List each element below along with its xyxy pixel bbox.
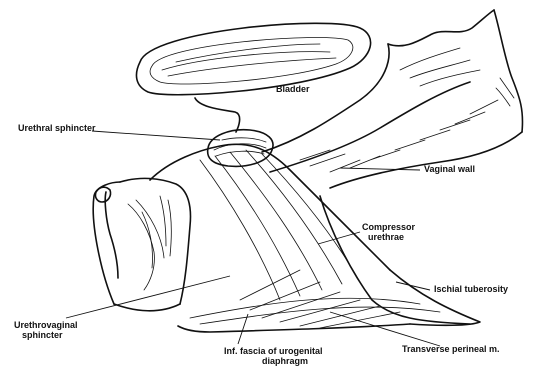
- urethral-opening-drawing: [93, 178, 190, 310]
- label-vaginal-wall: Vaginal wall: [424, 164, 475, 174]
- label-urethrovaginal-line1: Urethrovaginal: [14, 320, 78, 330]
- bladder-stalk: [195, 98, 240, 132]
- label-bladder: Bladder: [276, 84, 310, 94]
- urethral-sphincter-drawing: [208, 130, 273, 167]
- label-urethrovaginal-line2: sphincter: [22, 330, 63, 340]
- bladder-drawing: [136, 23, 370, 94]
- label-compressor-line1: Compressor: [362, 222, 416, 232]
- label-urethral-sphincter: Urethral sphincter: [18, 123, 96, 133]
- label-transverse-perineal: Transverse perineal m.: [402, 344, 500, 354]
- label-ischial-tuberosity: Ischial tuberosity: [434, 284, 508, 294]
- label-inf-fascia-line2: diaphragm: [262, 356, 308, 366]
- label-compressor-line2: urethrae: [368, 232, 404, 242]
- label-inf-fascia-line1: Inf. fascia of urogenital: [224, 346, 323, 356]
- vaginal-wall-drawing: [262, 10, 523, 188]
